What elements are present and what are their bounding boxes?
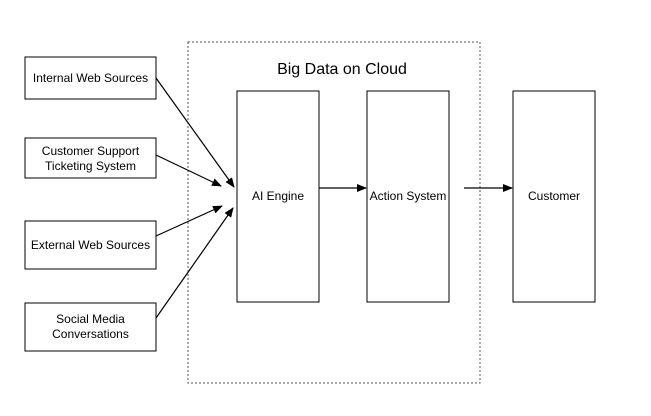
arrow-ticketing-to-ai-engine: [155, 154, 222, 187]
action-system-node: Action System: [366, 90, 450, 303]
arrow-social-to-ai-engine: [155, 207, 234, 319]
source-box-customer-support-ticketing-system: Customer Support Ticketing System: [24, 137, 157, 179]
arrow-external-to-ai-engine: [155, 205, 223, 237]
source-label-line-2: Ticketing System: [45, 159, 136, 173]
customer-node: Customer: [512, 90, 596, 303]
ai-engine-node: AI Engine: [236, 90, 320, 303]
source-label: External Web Sources: [31, 238, 150, 252]
source-box-social-media-conversations: Social Media Conversations: [24, 302, 157, 352]
container-title: Big Data on Cloud: [277, 61, 407, 78]
source-box-internal-web-sources: Internal Web Sources: [24, 56, 157, 100]
big-data-on-cloud-container: [187, 41, 481, 384]
source-label: Internal Web Sources: [33, 71, 148, 85]
source-label-line-1: Social Media: [56, 312, 125, 326]
action-system-label: Action System: [370, 189, 447, 203]
ai-engine-label: AI Engine: [252, 189, 304, 203]
source-label-line-1: Customer Support: [42, 144, 140, 158]
customer-label: Customer: [528, 189, 580, 203]
arrow-internal-to-ai-engine: [155, 77, 235, 188]
source-box-external-web-sources: External Web Sources: [24, 220, 157, 270]
source-label-line-2: Conversations: [52, 327, 129, 341]
